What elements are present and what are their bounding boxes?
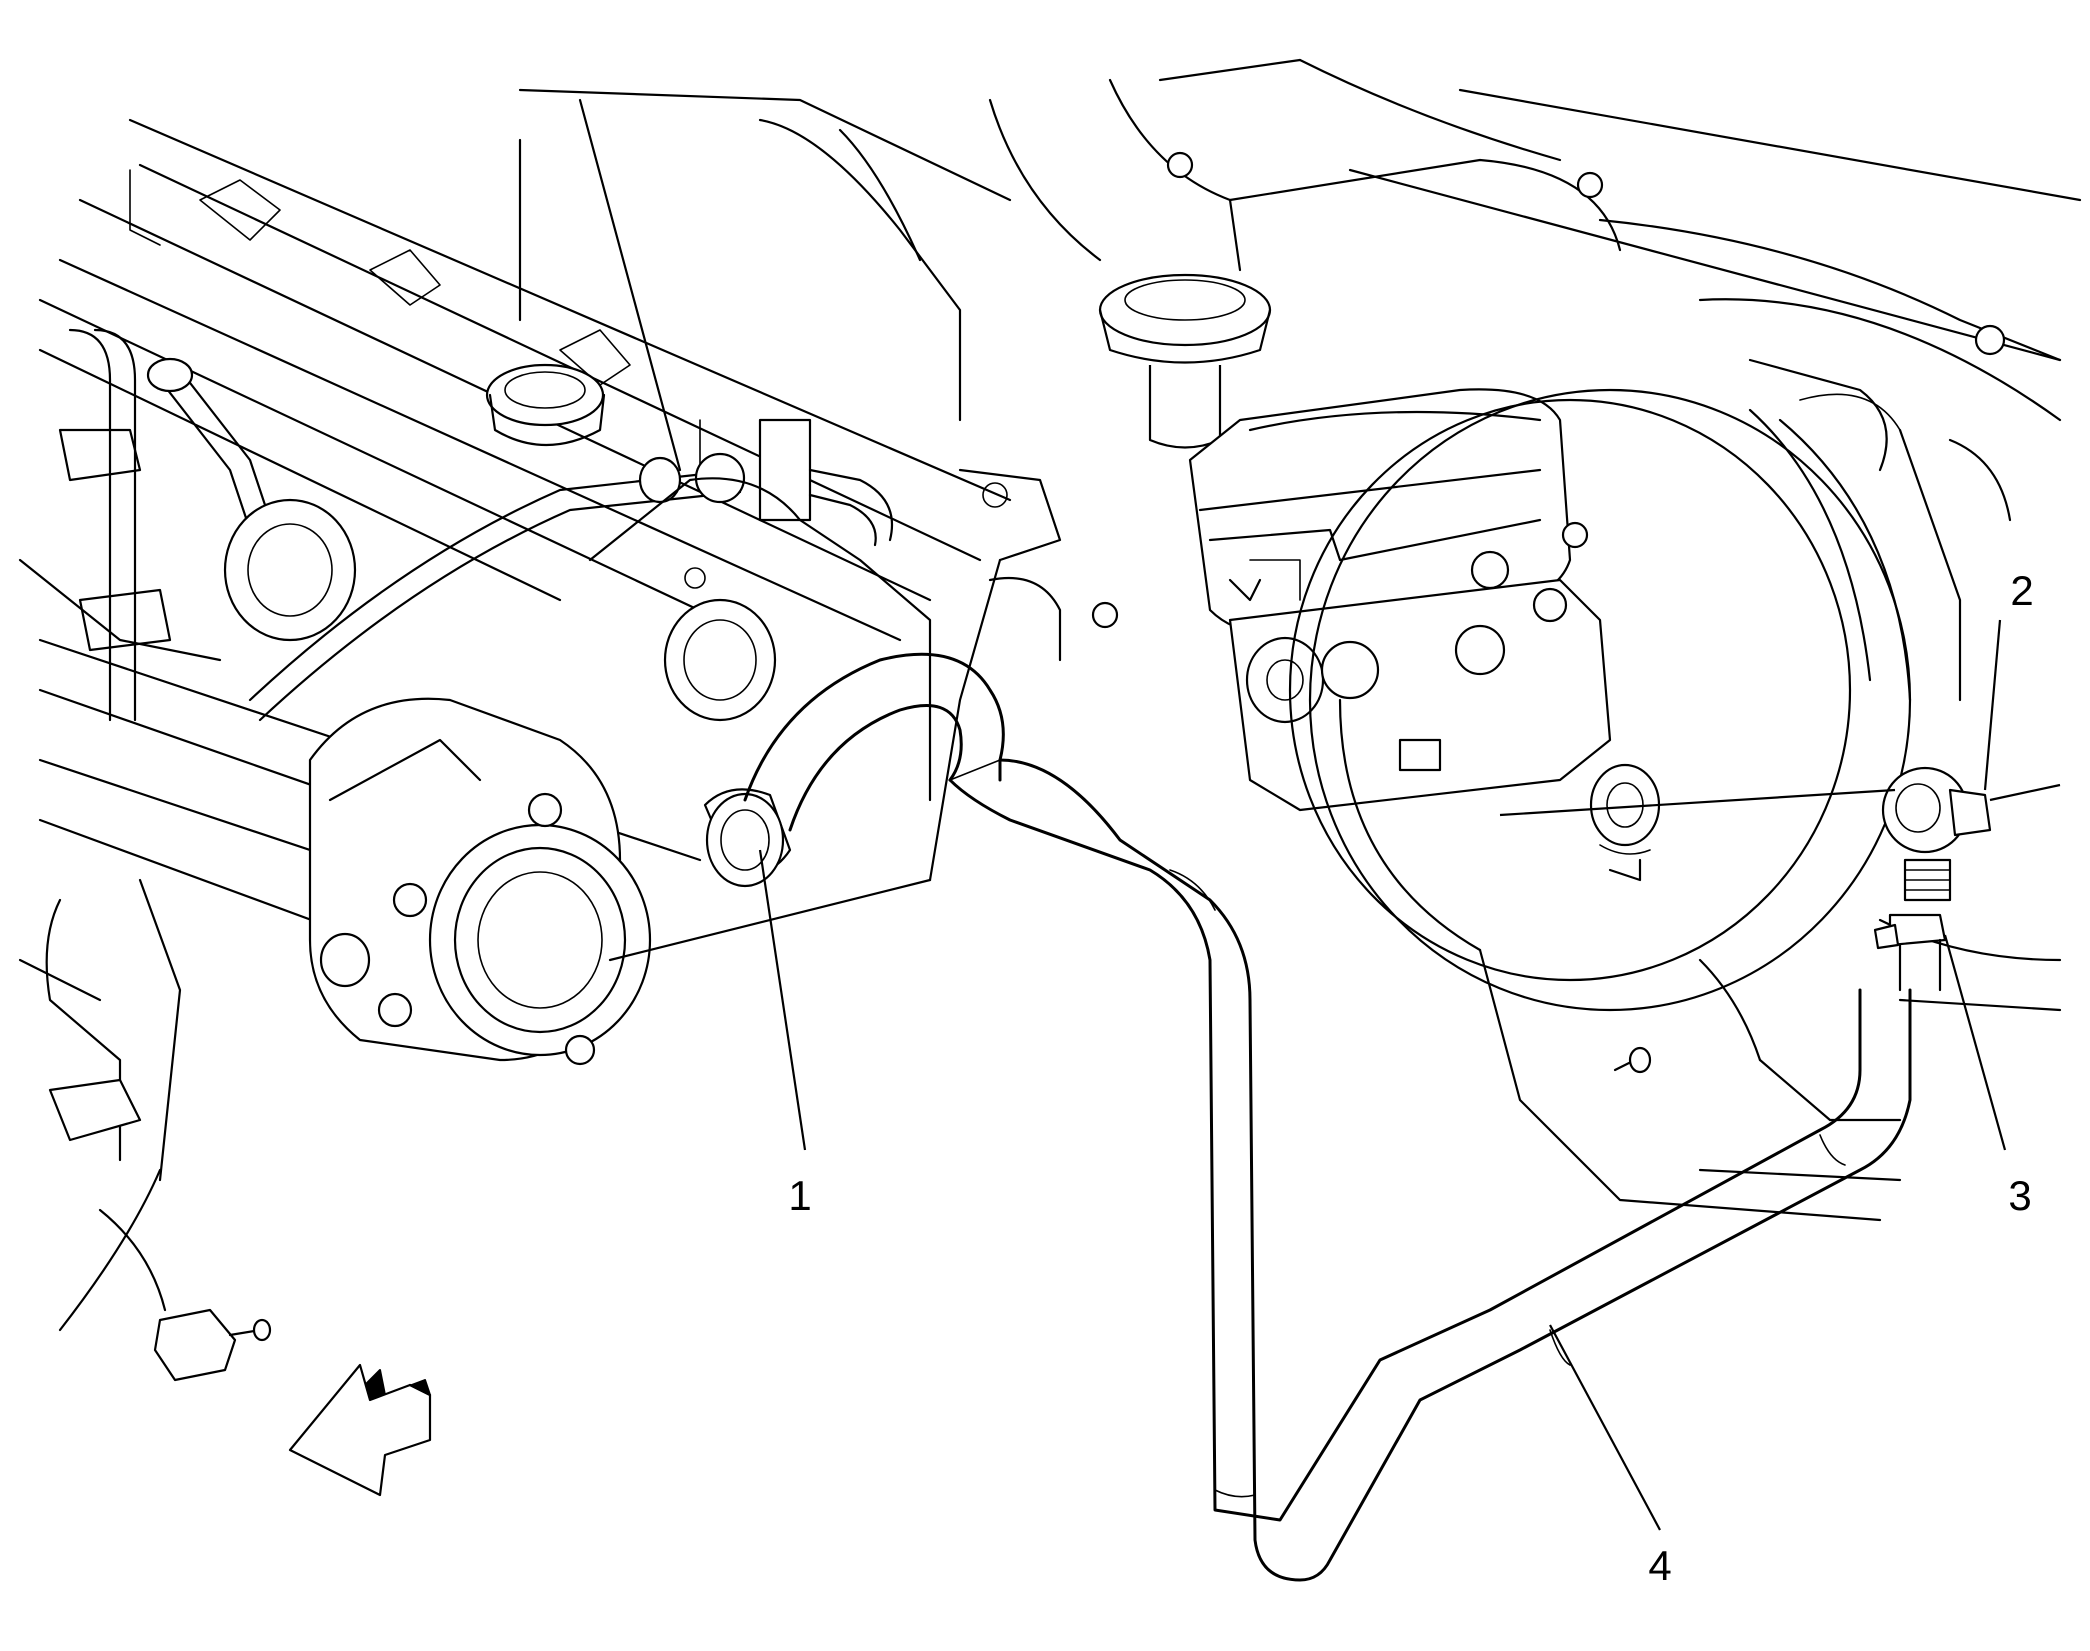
check-valve (1881, 766, 1992, 902)
callout-leaders (758, 619, 2061, 1531)
throttle-body (308, 697, 652, 1066)
master-cylinder (1091, 273, 1612, 812)
engine-assembly (18, 118, 1062, 1382)
firewall-body (518, 58, 2082, 702)
callout-4: 4 (1648, 1542, 1671, 1589)
callout-3: 3 (2008, 1172, 2031, 1219)
callout-2: 2 (2010, 567, 2033, 614)
front-direction-arrow-icon (288, 1363, 432, 1497)
callout-1: 1 (788, 1172, 811, 1219)
hose-clamp (1873, 913, 1947, 992)
vacuum-hose (743, 652, 1912, 1582)
